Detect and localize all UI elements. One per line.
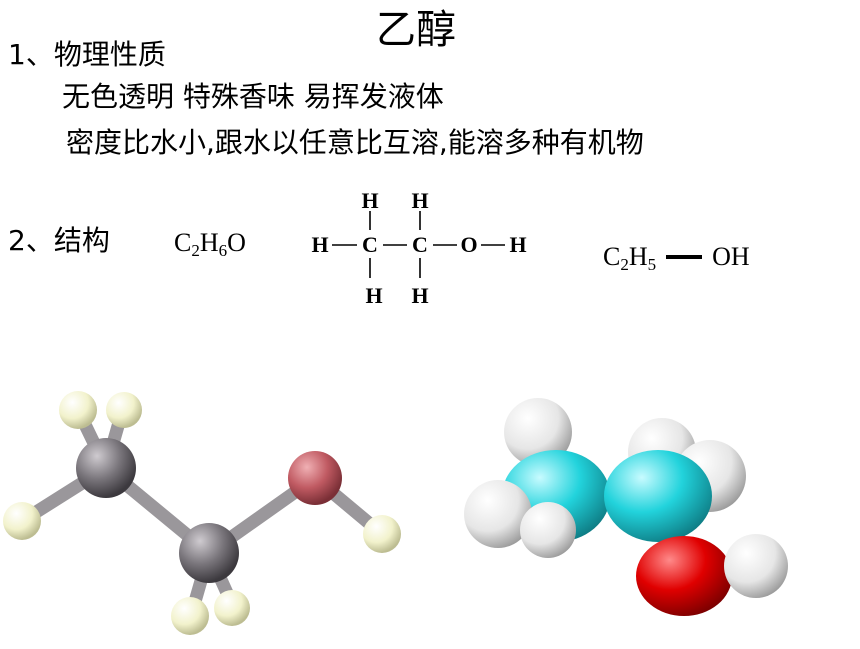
structural-c2: C xyxy=(412,232,428,257)
condensed-hydroxyl: OH xyxy=(712,242,750,271)
condensed-bond-line xyxy=(666,255,703,259)
ball-and-stick-model xyxy=(0,372,410,645)
structural-formula: H H H C C O H H H xyxy=(311,188,526,308)
space-filling-model xyxy=(456,390,796,620)
formula-element-h: H xyxy=(199,228,219,257)
condensed-subscript-c: 2 xyxy=(620,255,629,274)
formula-element-o: O xyxy=(227,228,246,257)
physical-properties-line-1: 无色透明 特殊香味 易挥发液体 xyxy=(62,80,444,113)
structural-top-h2: H xyxy=(411,188,428,213)
structural-bottom-h1: H xyxy=(365,283,382,308)
formula-subscript-h: 6 xyxy=(218,241,228,260)
ball-and-stick-model-image xyxy=(3,391,401,635)
condensed-element-h: H xyxy=(628,242,648,271)
physical-properties-line-2: 密度比水小,跟水以任意比互溶,能溶多种有机物 xyxy=(66,126,644,159)
condensed-subscript-h: 5 xyxy=(647,255,657,274)
section-structure-heading: 2、结构 xyxy=(8,224,110,257)
section-physical-properties-heading: 1、物理性质 xyxy=(8,38,166,71)
condensed-formula: C2H5 OH xyxy=(603,242,750,280)
formula-subscript-c: 2 xyxy=(191,241,200,260)
structural-oh-h: H xyxy=(509,232,526,257)
space-filling-model-image xyxy=(464,398,788,616)
structural-top-h1: H xyxy=(361,188,378,213)
structural-c1: C xyxy=(362,232,378,257)
structural-o: O xyxy=(460,232,477,257)
formula-element-c: C xyxy=(174,228,192,257)
structural-left-h: H xyxy=(311,232,328,257)
structural-bottom-h2: H xyxy=(411,283,428,308)
molecular-formula: C2H6O xyxy=(174,228,246,266)
page-title: 乙醇 xyxy=(376,7,456,53)
condensed-element-c: C xyxy=(603,242,621,271)
